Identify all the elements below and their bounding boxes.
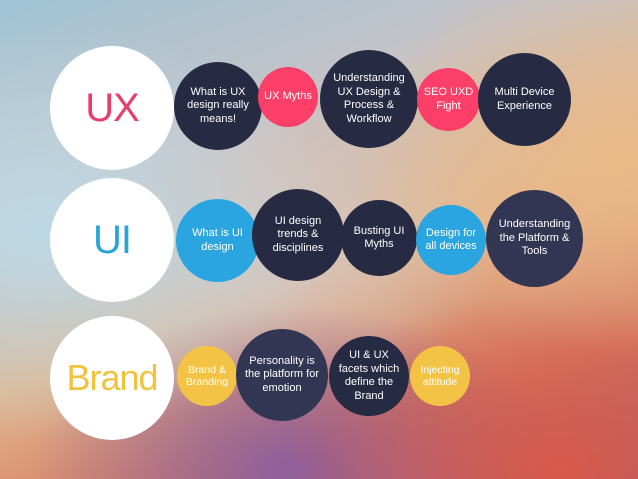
ux-topic-seo-uxd-fight[interactable]: SEO UXD Fight — [417, 68, 480, 131]
ux-topic-what-is-ux[interactable]: What is UX design really means! — [174, 62, 262, 150]
ux-title-circle: UX — [50, 46, 174, 170]
ui-topic-what-is-ui[interactable]: What is UI design — [176, 199, 259, 282]
brand-topic-ui-ux-facets[interactable]: UI & UX facets which define the Brand — [329, 336, 409, 416]
ui-topic-platform-tools[interactable]: Understanding the Platform & Tools — [486, 190, 583, 287]
ui-topic-busting-myths[interactable]: Busting UI Myths — [341, 200, 417, 276]
brand-title: Brand — [66, 357, 158, 398]
brand-topic-injecting-attitude[interactable]: Injecting attitude — [410, 346, 470, 406]
ux-topic-multi-device[interactable]: Multi Device Experience — [478, 53, 571, 146]
brand-title-circle: Brand — [50, 316, 174, 440]
ui-title: UI — [93, 218, 132, 262]
ui-topic-design-all-devices[interactable]: Design for all devices — [416, 205, 486, 275]
ux-topic-understanding-ux[interactable]: Understanding UX Design & Process & Work… — [320, 50, 418, 148]
brand-topic-personality[interactable]: Personality is the platform for emotion — [236, 329, 328, 421]
ui-topic-design-trends[interactable]: UI design trends & disciplines — [252, 189, 344, 281]
ui-title-circle: UI — [50, 178, 174, 302]
ux-topic-ux-myths[interactable]: UX Myths — [258, 67, 318, 127]
brand-topic-brand-branding[interactable]: Brand & Branding — [177, 346, 237, 406]
ux-title: UX — [85, 86, 140, 130]
